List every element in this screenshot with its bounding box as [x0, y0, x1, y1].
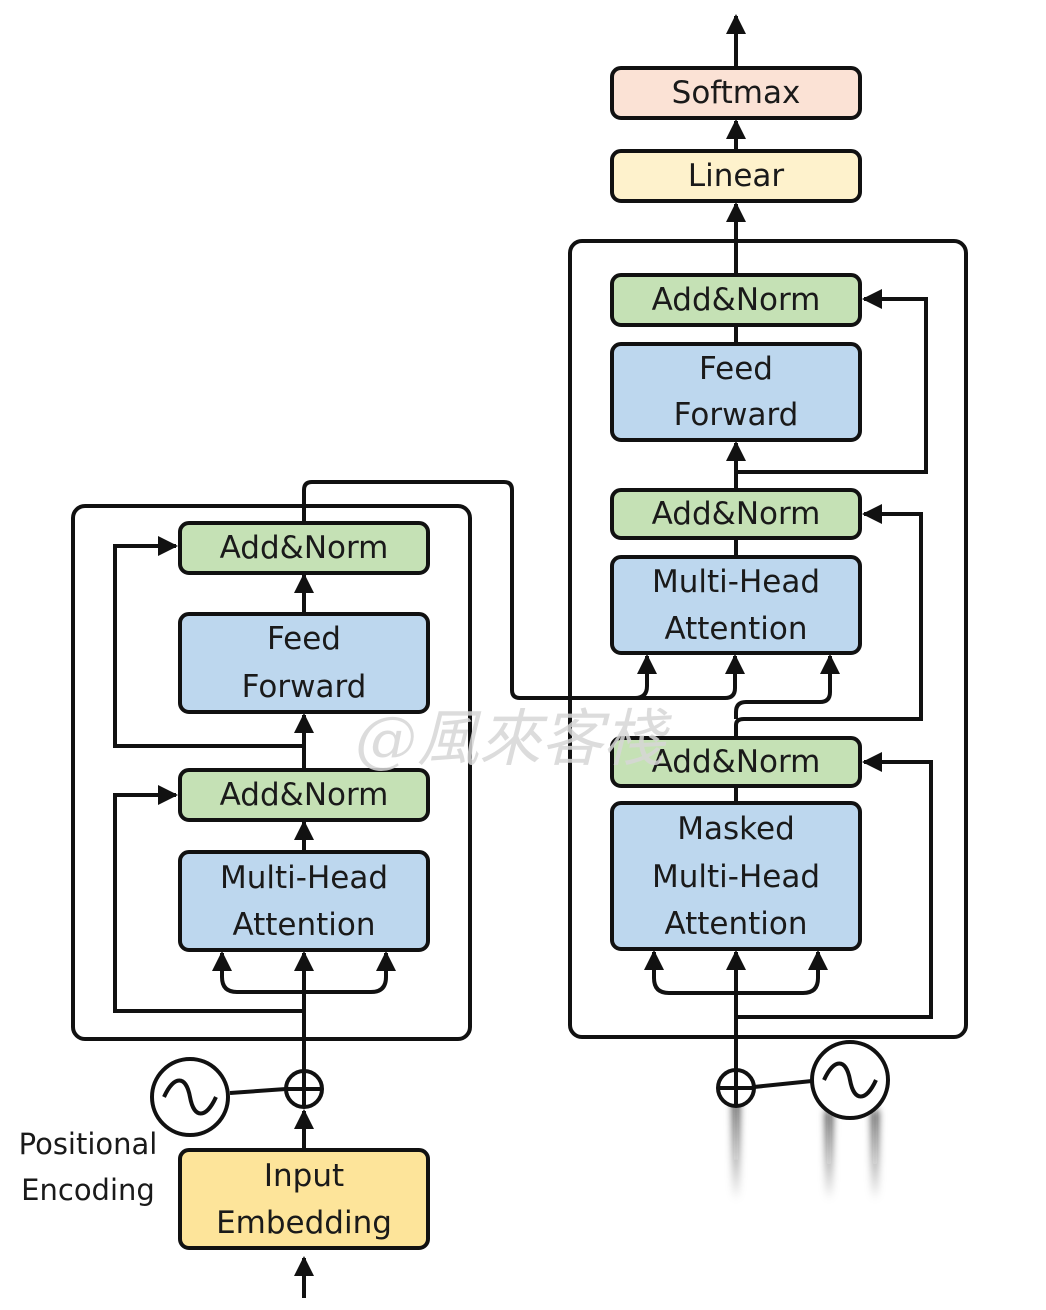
encoder-add-norm-top: Add&Norm [178, 521, 430, 575]
decoder-add-norm-bottom: Add&Norm [610, 736, 862, 788]
input-embedding-line-1: Input [264, 1158, 344, 1194]
encoder-frame [71, 504, 472, 1041]
decoder-adder-icon [716, 1068, 756, 1108]
decoder-masked-attention: Masked Multi-Head Attention [610, 801, 862, 951]
masked-attention-line-3: Attention [664, 906, 807, 942]
decoder-sine-wave-icon [810, 1040, 890, 1120]
positional-encoding-label-line-2: Encoding [21, 1173, 155, 1207]
positional-encoding-label-line-1: Positional [19, 1127, 158, 1161]
encoder-feed-forward: Feed Forward [178, 612, 430, 714]
encoder-attention-line-2: Attention [232, 907, 375, 943]
encoder-add-norm-bottom-label: Add&Norm [220, 777, 389, 813]
encoder-add-norm-top-label: Add&Norm [220, 530, 389, 566]
encoder-block: Add&Norm Feed Forward Add&Norm Multi-Hea… [19, 480, 615, 1298]
decoder-add-norm-middle: Add&Norm [610, 488, 862, 540]
decoder-attention-line-2: Attention [664, 611, 807, 647]
decoder-add-norm-bottom-label: Add&Norm [652, 744, 821, 780]
encoder-connectors [113, 480, 615, 1298]
input-embedding: Input Embedding [178, 1148, 430, 1250]
decoder-add-norm-top-label: Add&Norm [652, 282, 821, 318]
decoder-feed-forward: Feed Forward [610, 342, 862, 442]
decoder-attention-line-1: Multi-Head [652, 564, 820, 600]
encoder-multi-head-attention: Multi-Head Attention [178, 850, 430, 952]
decoder-input-lines [733, 1100, 878, 1200]
watermark: @風來客棧 [355, 702, 672, 775]
encoder-feed-forward-line-2: Forward [242, 669, 367, 705]
decoder-block: Softmax Linear Add&Norm Feed Forward Add… [568, 14, 968, 1200]
decoder-add-norm-middle-label: Add&Norm [652, 496, 821, 532]
linear-label: Linear [688, 158, 785, 194]
input-embedding-line-2: Embedding [216, 1205, 392, 1241]
decoder-multi-head-attention: Multi-Head Attention [610, 555, 862, 655]
linear-box: Linear [610, 149, 862, 203]
softmax-box: Softmax [610, 66, 862, 120]
encoder-attention-line-1: Multi-Head [220, 860, 388, 896]
softmax-label: Softmax [672, 75, 801, 111]
decoder-add-norm-top: Add&Norm [610, 273, 862, 327]
encoder-feed-forward-line-1: Feed [267, 621, 341, 657]
encoder-adder-icon [284, 1069, 324, 1109]
masked-attention-line-2: Multi-Head [652, 859, 820, 895]
decoder-feed-forward-line-1: Feed [699, 351, 773, 387]
decoder-feed-forward-line-2: Forward [674, 397, 799, 433]
decoder-connectors [615, 14, 933, 1089]
decoder-frame [568, 239, 968, 1039]
encoder-sine-wave-icon [150, 1057, 230, 1137]
masked-attention-line-1: Masked [677, 811, 795, 847]
encoder-add-norm-bottom: Add&Norm [178, 768, 430, 822]
